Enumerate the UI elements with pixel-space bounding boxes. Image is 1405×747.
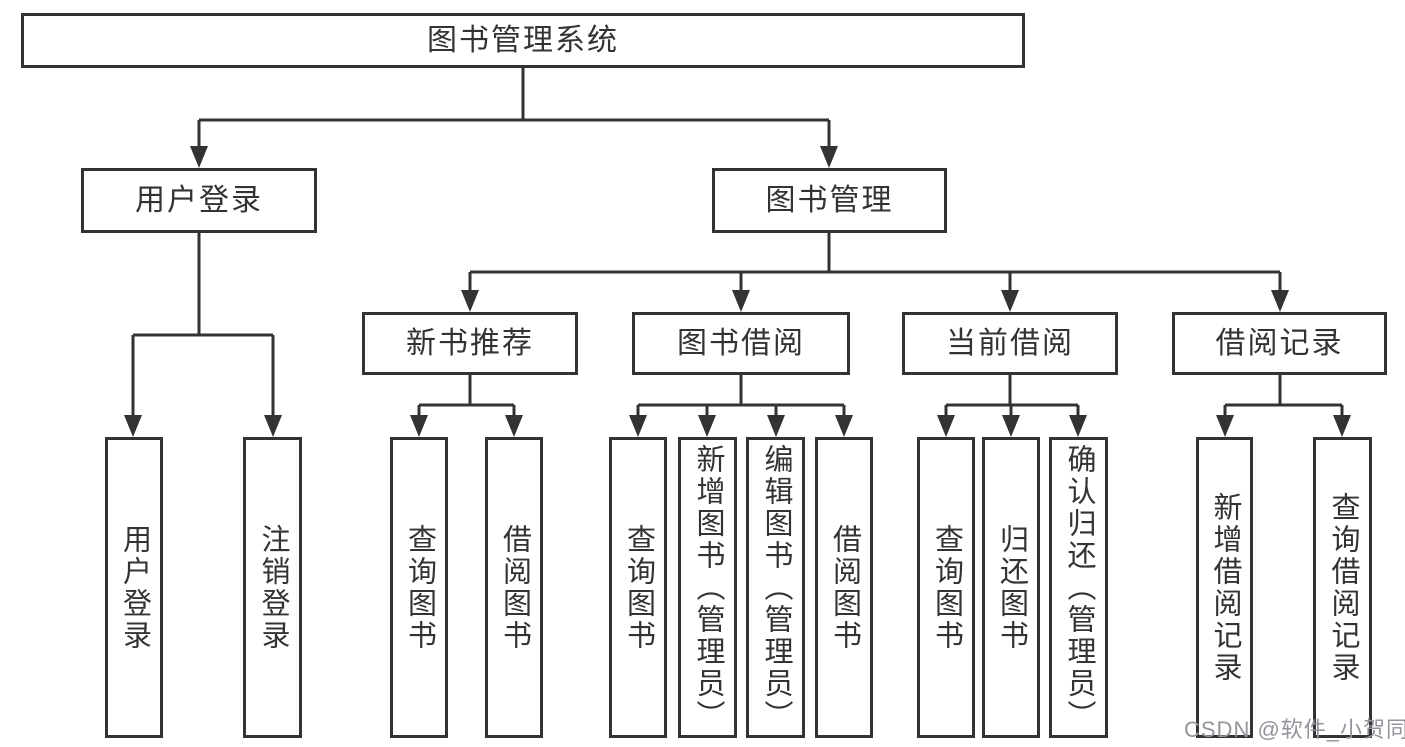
edge-current-borrowing-to-leaves	[937, 375, 1087, 437]
leaf-query-books-borrowing: 查询图书	[609, 437, 667, 738]
node-label: 新增借阅记录	[1209, 491, 1241, 684]
node-label: 借阅记录	[1215, 326, 1344, 360]
leaf-borrow-books: 借阅图书	[815, 437, 873, 738]
leaf-edit-books-admin: 编辑图书（管理员）	[746, 437, 805, 738]
edge-user-login-to-leaves	[124, 233, 282, 437]
node-label: 图书借阅	[677, 326, 805, 360]
node-label: 新书推荐	[406, 326, 534, 360]
node-new-book-recommendation: 新书推荐	[362, 312, 578, 375]
node-library-management-system: 图书管理系统	[21, 13, 1025, 68]
edge-book-borrowing-to-leaves	[629, 375, 853, 437]
leaf-confirm-return-admin: 确认归还（管理员）	[1049, 437, 1108, 738]
edge-root-to-level2	[190, 68, 838, 168]
leaf-query-borrowing-record: 查询借阅记录	[1313, 437, 1372, 738]
leaf-logout: 注销登录	[243, 437, 302, 738]
leaf-borrow-books-recommendation: 借阅图书	[485, 437, 543, 738]
node-book-management: 图书管理	[712, 168, 947, 233]
node-borrowing-records: 借阅记录	[1172, 312, 1387, 375]
leaf-query-books-current: 查询图书	[917, 437, 975, 738]
leaf-add-borrowing-record: 新增借阅记录	[1196, 437, 1253, 738]
node-label: 图书管理	[765, 183, 894, 217]
node-label: 借阅图书	[828, 523, 861, 652]
node-label: 编辑图书（管理员）	[760, 443, 792, 732]
node-user-login: 用户登录	[81, 168, 317, 233]
node-label: 查询借阅记录	[1327, 491, 1359, 684]
leaf-query-books-recommendation: 查询图书	[390, 437, 448, 738]
node-label: 确认归还（管理员）	[1063, 443, 1095, 732]
node-label: 用户登录	[118, 523, 151, 652]
node-label: 图书管理系统	[427, 23, 619, 57]
node-label: 新增图书（管理员）	[692, 443, 724, 732]
leaf-user-login: 用户登录	[105, 437, 163, 738]
node-label: 查询图书	[403, 523, 436, 652]
node-book-borrowing: 图书借阅	[632, 312, 850, 375]
leaf-return-books: 归还图书	[982, 437, 1040, 738]
edge-new-book-recommendation-to-leaves	[410, 375, 523, 437]
node-label: 当前借阅	[946, 326, 1074, 360]
node-label: 用户登录	[135, 183, 263, 217]
node-label: 查询图书	[930, 523, 963, 652]
csdn-watermark: CSDN @软件_小贺同学	[1184, 717, 1405, 742]
edge-borrowing-records-to-leaves	[1216, 375, 1351, 437]
node-label: 借阅图书	[498, 523, 531, 652]
node-label: 查询图书	[622, 523, 655, 652]
node-label: 注销登录	[257, 523, 289, 652]
node-label: 归还图书	[995, 523, 1028, 652]
node-current-borrowing: 当前借阅	[902, 312, 1118, 375]
leaf-add-books-admin: 新增图书（管理员）	[678, 437, 737, 738]
edge-book-management-to-level3	[461, 233, 1289, 312]
